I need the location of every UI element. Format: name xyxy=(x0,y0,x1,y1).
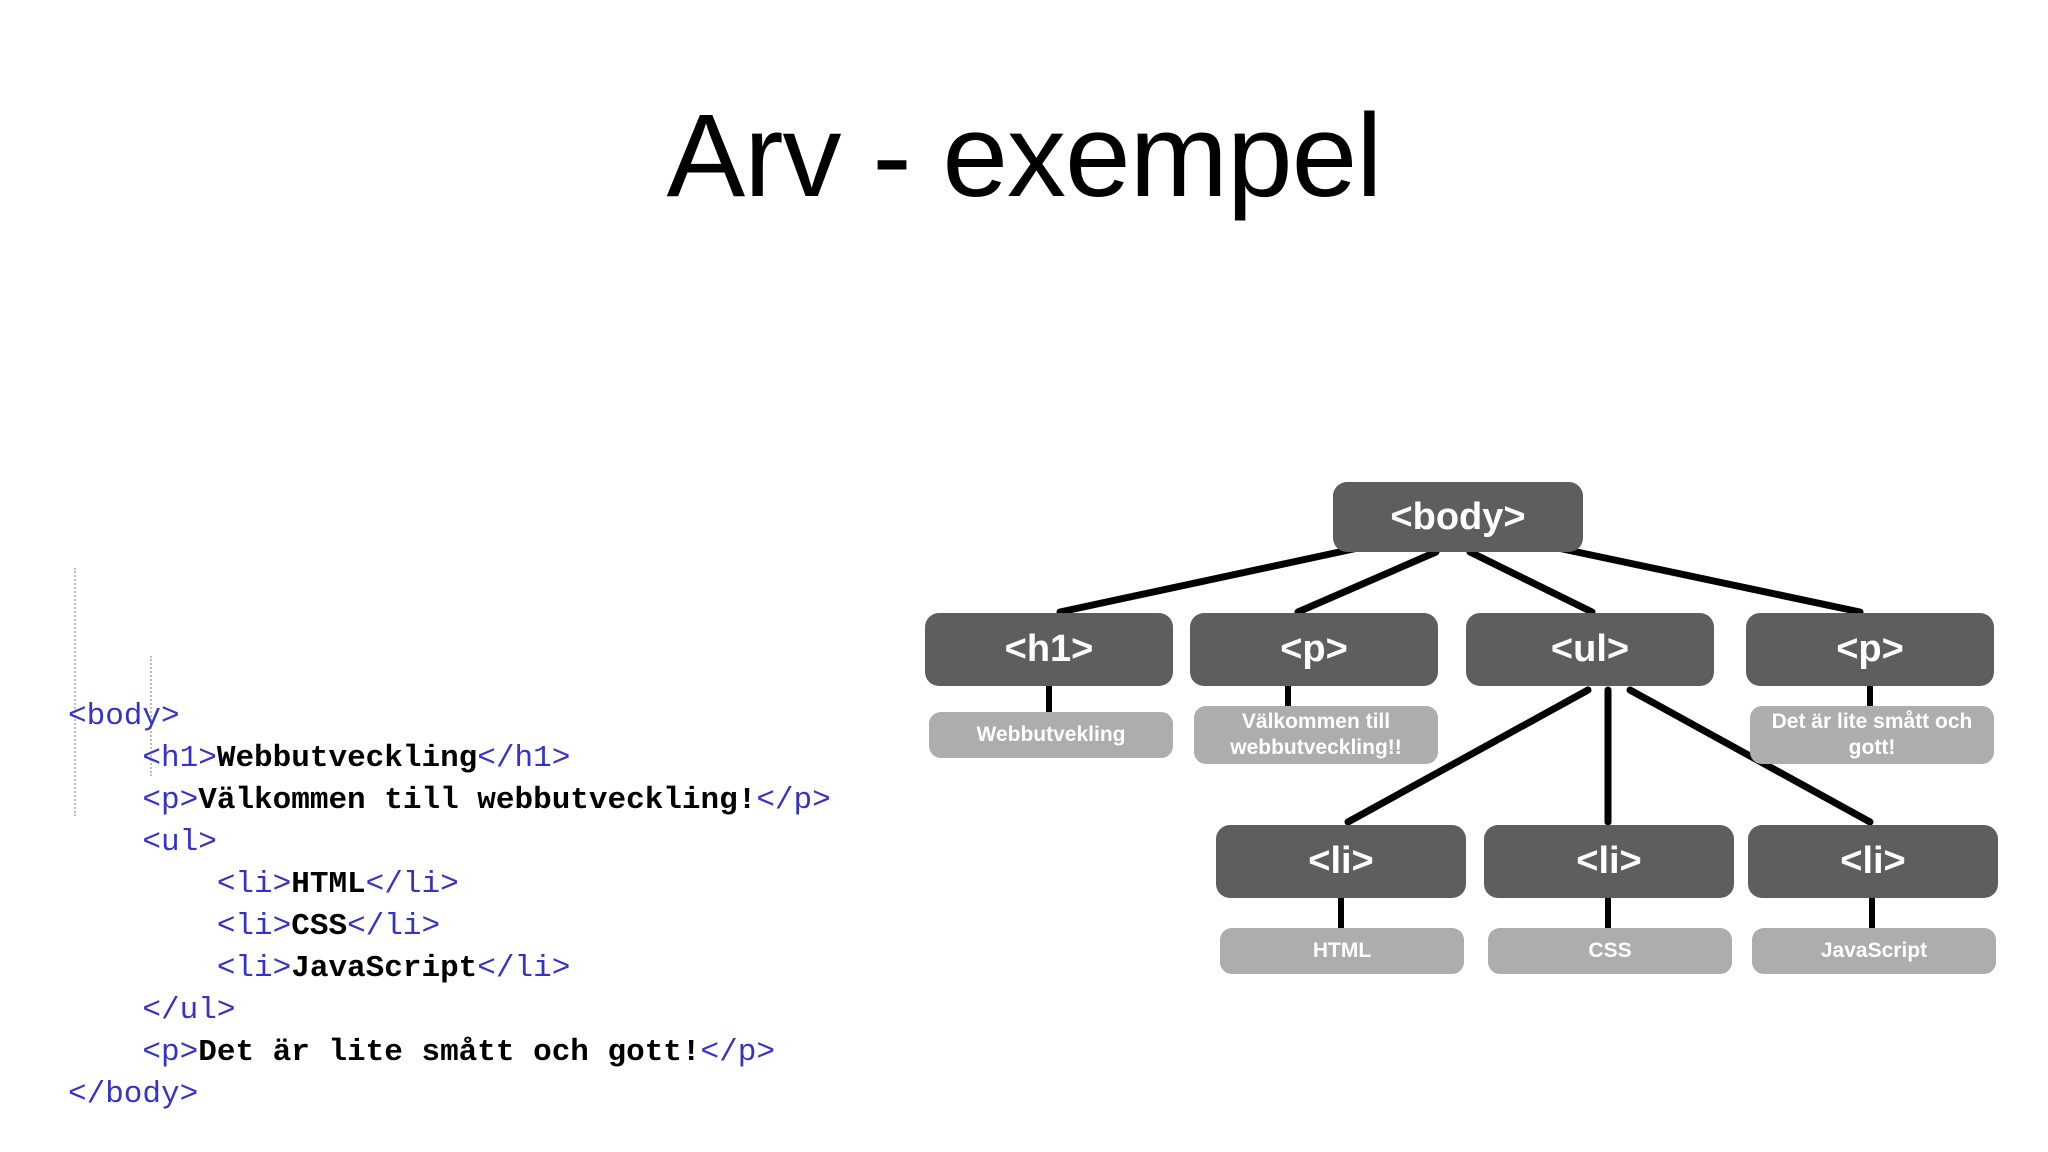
code-tag: <li> xyxy=(216,909,292,944)
code-indent xyxy=(68,951,217,986)
edge-body-p2 xyxy=(1554,544,1864,616)
code-line: <p>Det är lite smått och gott!</p> xyxy=(68,1032,908,1074)
code-line: </body> xyxy=(68,1074,908,1116)
tree-node-body[interactable]: <body> xyxy=(1333,482,1583,552)
code-indent xyxy=(68,1035,142,1070)
tree-node-li3-label: <li> xyxy=(1840,840,1906,882)
code-line: <li>JavaScript</li> xyxy=(68,948,908,990)
code-tag: <li> xyxy=(216,867,292,902)
code-tag: </li> xyxy=(365,867,459,902)
tree-node-li2-label: <li> xyxy=(1576,840,1642,882)
code-tag: </p> xyxy=(700,1035,775,1070)
tree-node-li2[interactable]: <li> xyxy=(1484,825,1734,898)
code-indent xyxy=(68,867,217,902)
code-text: Webbutveckling xyxy=(216,741,478,776)
tree-node-h1-label: <h1> xyxy=(1004,628,1094,670)
code-tag: </body> xyxy=(68,1077,199,1112)
tree-text-node-p1-label: Välkommen till webbutveckling!! xyxy=(1230,710,1402,759)
tree-node-li1[interactable]: <li> xyxy=(1216,825,1466,898)
code-line: </ul> xyxy=(68,990,908,1032)
tree-node-ul-label: <ul> xyxy=(1550,628,1630,670)
tree-text-node-li1[interactable]: HTML xyxy=(1220,928,1464,974)
tree-text-node-p2[interactable]: Det är lite smått och gott! xyxy=(1750,706,1994,764)
code-line: <h1>Webbutveckling</h1> xyxy=(68,738,908,780)
tree-node-p1[interactable]: <p> xyxy=(1190,613,1438,686)
code-tag: </li> xyxy=(347,909,441,944)
tree-text-node-li2[interactable]: CSS xyxy=(1488,928,1732,974)
tree-text-node-p2-label: Det är lite smått och gott! xyxy=(1771,710,1973,759)
tree-text-node-li3-label: JavaScript xyxy=(1820,939,1928,962)
code-tag: </ul> xyxy=(142,993,236,1028)
tree-text-node-li1-label: HTML xyxy=(1312,939,1372,962)
tree-node-li3[interactable]: <li> xyxy=(1748,825,1998,898)
code-text: Välkommen till webbutveckling! xyxy=(198,783,757,818)
tree-node-ul[interactable]: <ul> xyxy=(1466,613,1714,686)
edge-body-p1 xyxy=(1294,548,1440,616)
code-listing: <body> <h1>Webbutveckling</h1> <p>Välkom… xyxy=(68,528,908,1152)
code-line: <li>CSS</li> xyxy=(68,906,908,948)
tree-node-p2[interactable]: <p> xyxy=(1746,613,1994,686)
tree-text-node-h1-label: Webbutvekling xyxy=(976,723,1126,746)
code-line: <p>Välkommen till webbutveckling!</p> xyxy=(68,780,908,822)
tree-node-body-label: <body> xyxy=(1390,495,1526,538)
tree-node-h1[interactable]: <h1> xyxy=(925,613,1173,686)
code-indent xyxy=(68,741,142,776)
code-text: Det är lite smått och gott! xyxy=(198,1035,701,1070)
tree-text-node-li2-label: CSS xyxy=(1588,939,1632,962)
code-tag: </h1> xyxy=(477,741,571,776)
code-tag: <h1> xyxy=(142,741,217,776)
tree-text-node-h1[interactable]: Webbutvekling xyxy=(929,712,1173,758)
code-text: JavaScript xyxy=(291,951,478,986)
indent-guide-body xyxy=(74,568,76,816)
code-tag: </p> xyxy=(756,783,831,818)
tree-node-li1-label: <li> xyxy=(1308,840,1374,882)
code-tag: </li> xyxy=(477,951,571,986)
code-tag: <li> xyxy=(216,951,292,986)
code-text: HTML xyxy=(291,867,366,902)
code-tag: <p> xyxy=(142,783,199,818)
edge-body-ul xyxy=(1466,548,1596,616)
code-line: <li>HTML</li> xyxy=(68,864,908,906)
code-tag: <ul> xyxy=(142,825,217,860)
tree-text-node-li3[interactable]: JavaScript xyxy=(1752,928,1996,974)
code-line: <ul> xyxy=(68,822,908,864)
code-indent xyxy=(68,825,142,860)
code-tag: <body> xyxy=(68,699,180,734)
code-indent xyxy=(68,993,142,1028)
code-tag: <p> xyxy=(142,1035,199,1070)
edge-body-h1 xyxy=(1056,544,1362,616)
tree-node-p1-label: <p> xyxy=(1280,628,1348,670)
page-title: Arv - exempel xyxy=(666,90,1383,222)
indent-guide-ul xyxy=(150,656,152,776)
tree-text-node-p1[interactable]: Välkommen till webbutveckling!! xyxy=(1194,706,1438,764)
tree-node-p2-label: <p> xyxy=(1836,628,1904,670)
code-lines: <body> <h1>Webbutveckling</h1> <p>Välkom… xyxy=(68,696,908,1116)
code-line: <body> xyxy=(68,696,908,738)
code-indent xyxy=(68,909,217,944)
code-indent xyxy=(68,783,142,818)
code-text: CSS xyxy=(291,909,348,944)
